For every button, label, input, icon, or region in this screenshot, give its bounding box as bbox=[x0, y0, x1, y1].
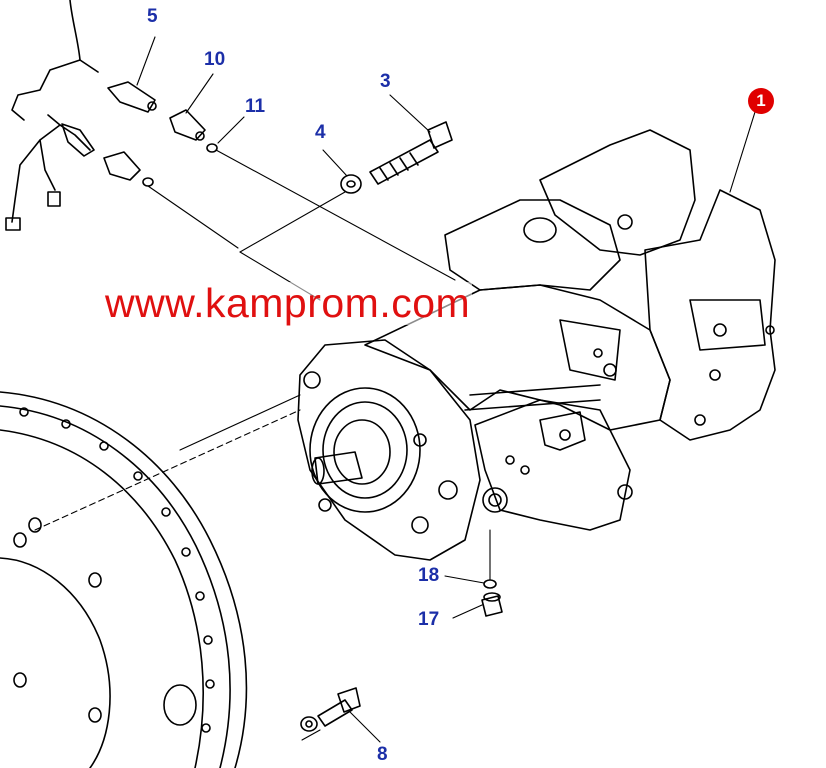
callout-part-8: 8 bbox=[377, 744, 388, 765]
o-ring-18-drawing bbox=[483, 579, 497, 589]
callout-part-11: 11 bbox=[245, 96, 266, 117]
pressure-sensor-5-drawing bbox=[107, 81, 157, 113]
wire-harness-drawing bbox=[5, 0, 154, 231]
washer-4-drawing bbox=[340, 174, 362, 194]
pump-front-flange-drawing bbox=[297, 339, 481, 561]
o-ring-11-drawing bbox=[206, 143, 218, 153]
callout-part-18: 18 bbox=[418, 565, 440, 586]
callout-part-10: 10 bbox=[204, 49, 226, 70]
flywheel-drawing bbox=[0, 391, 248, 768]
pressure-sensor-10-drawing bbox=[169, 109, 206, 141]
bolt-3-drawing bbox=[369, 121, 453, 185]
callout-part-3: 3 bbox=[380, 71, 391, 92]
pump-body-drawing bbox=[364, 129, 776, 441]
callout-part-17: 17 bbox=[418, 609, 440, 630]
plug-17-drawing bbox=[481, 592, 503, 617]
callout-part-4: 4 bbox=[315, 122, 326, 143]
bolt-8-drawing bbox=[300, 687, 361, 732]
callout-part-1-badge: 1 bbox=[748, 88, 774, 114]
leader-lines bbox=[34, 36, 756, 743]
watermark-text: www.kamprom.com bbox=[103, 280, 473, 326]
regulator-drawing bbox=[474, 399, 633, 531]
callout-part-5: 5 bbox=[147, 6, 158, 27]
